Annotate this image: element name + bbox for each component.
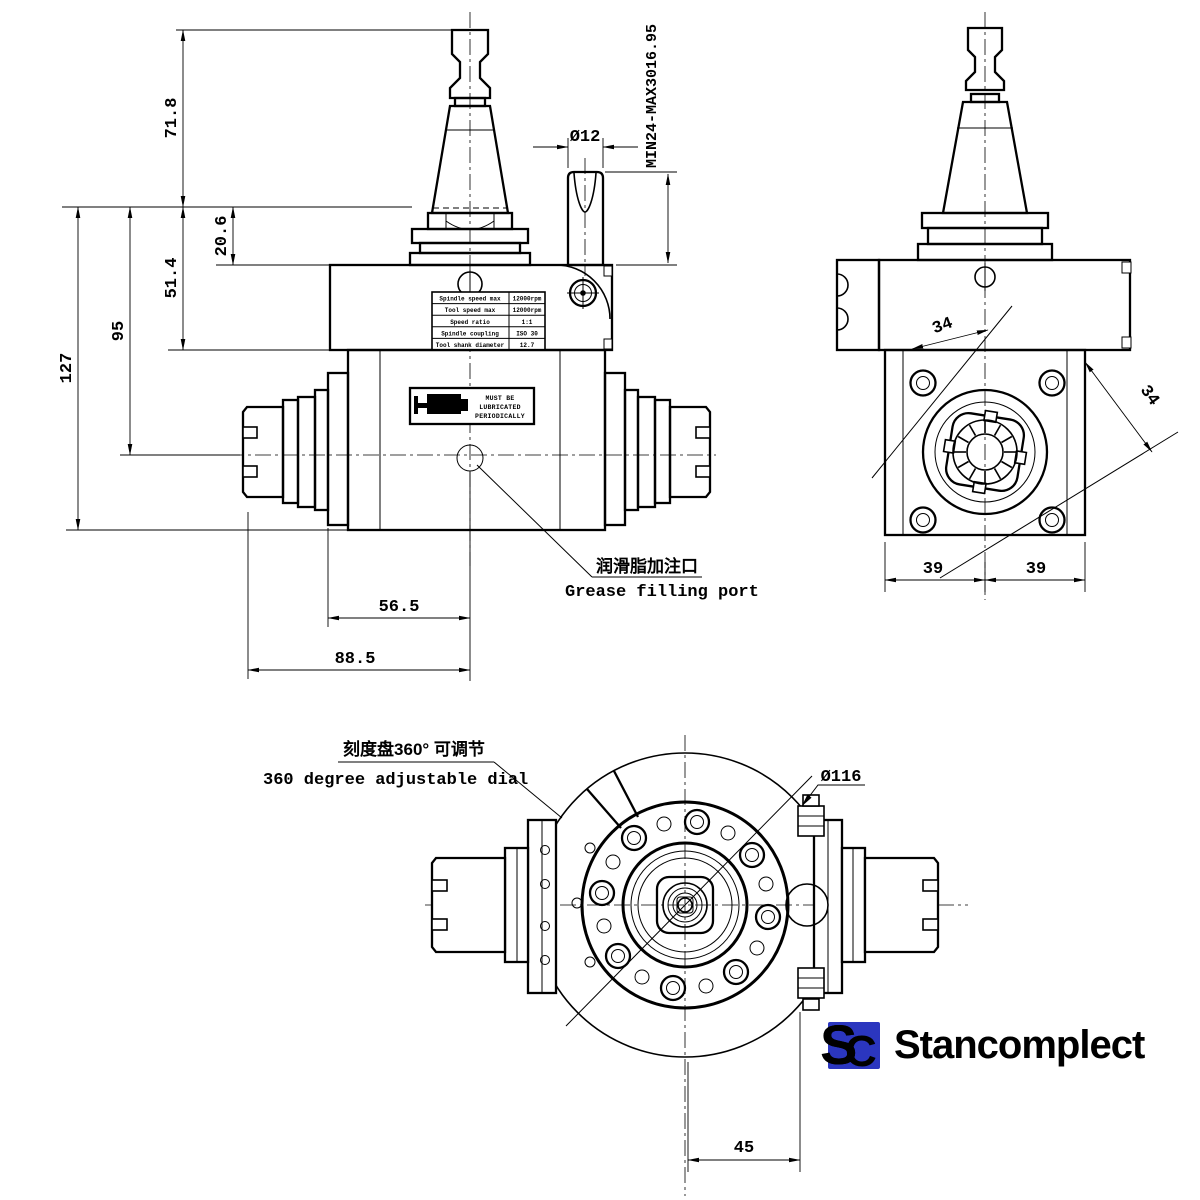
spec-row-value: 1:1 <box>522 319 533 326</box>
dim-39-left: 39 <box>923 560 943 579</box>
side-dim-39: 39 39 <box>884 542 1086 592</box>
dim-45-label: 45 <box>734 1139 754 1158</box>
front-view: Spindle speed max 12000rpm Tool speed ma… <box>58 12 759 681</box>
left-er-collet <box>241 371 350 527</box>
lubrication-label: MUST BE LUBRICATED PERIODICALLY <box>408 386 536 426</box>
bottom-view: Ø116 刻度盘360° 可调节 360 degree adjustable d… <box>263 735 968 1196</box>
spec-row-label: Speed ratio <box>450 319 490 326</box>
logo-brand-text: Stancomplect <box>894 1023 1145 1067</box>
dim-34-top: 34 <box>930 314 956 339</box>
dim-bottom-widths: 56.5 88.5 <box>247 472 471 681</box>
center-spindle-nose <box>655 875 715 935</box>
v-flange <box>408 211 532 267</box>
lube-line3: PERIODICALLY <box>475 413 525 420</box>
spec-row-label: Tool shank diameter <box>436 342 505 349</box>
side-head-block <box>835 258 1132 352</box>
side-dim-34: 34 34 <box>871 305 1179 579</box>
dia116-callout: Ø116 <box>801 768 865 807</box>
side-view: 34 34 39 39 <box>835 12 1179 600</box>
spec-row-value: 12000rpm <box>513 307 542 314</box>
dim-pin-dia-label: Ø12 <box>570 128 601 147</box>
spec-row-label: Spindle speed max <box>439 296 501 303</box>
spec-row-value: 12000rpm <box>513 296 542 303</box>
stop-pin <box>566 170 605 267</box>
lube-line2: LUBRICATED <box>479 404 521 411</box>
dim-pin: Ø12 <box>533 128 638 168</box>
dim-88-5: 88.5 <box>335 650 376 669</box>
grease-note-zh: 润滑脂加注口 <box>596 556 698 576</box>
dial-note-en: 360 degree adjustable dial <box>263 771 528 790</box>
lube-line1: MUST BE <box>485 395 514 402</box>
logo-letter-s-outer: S <box>820 1013 857 1076</box>
stancomplect-logo: S S C Stancomplect <box>820 1013 1146 1076</box>
dim-116: Ø116 <box>821 768 862 787</box>
clamp-hex-bottom <box>797 967 825 999</box>
dim-minmax: MIN24-MAX3016.95 <box>605 24 677 266</box>
dim-95: 95 <box>110 321 129 341</box>
grease-port: 润滑脂加注口 Grease filling port <box>456 444 759 602</box>
dim-127: 127 <box>58 353 77 384</box>
dim-34-right: 34 <box>1135 382 1162 410</box>
clamp-hex-top <box>797 805 825 837</box>
spec-row-label: Tool speed max <box>445 307 496 314</box>
dial-note-zh: 刻度盘360° 可调节 <box>343 739 485 759</box>
grease-note-en: Grease filling port <box>565 583 759 602</box>
lower-body <box>346 348 607 532</box>
bolt-ring <box>588 808 782 1002</box>
dim-39-right: 39 <box>1026 560 1046 579</box>
side-coupling <box>921 388 1049 516</box>
logo-letter-c: C <box>845 1027 877 1076</box>
bottom-left-er-collet <box>430 818 558 995</box>
grease-gun-icon <box>414 396 418 414</box>
dial-callout: 刻度盘360° 可调节 360 degree adjustable dial <box>263 739 563 819</box>
dim-51-4: 51.4 <box>163 258 182 299</box>
bottom-right-clamp-and-collet <box>785 794 940 1011</box>
spec-row-value: 12.7 <box>520 342 535 349</box>
dim-left-stack: 71.8 20.6 51.4 95 127 <box>58 29 452 531</box>
dim-45: 45 <box>687 1012 801 1172</box>
side-v-flange <box>916 211 1054 262</box>
dim-56-5: 56.5 <box>379 598 420 617</box>
dim-71-8: 71.8 <box>163 98 182 139</box>
dim-minmax-label: MIN24-MAX3016.95 <box>644 24 661 168</box>
logo-square <box>828 1022 880 1069</box>
side-coupling-teeth <box>954 421 1016 483</box>
dim-20-6: 20.6 <box>213 216 232 257</box>
right-er-collet <box>603 371 712 527</box>
spec-row-value: ISO 30 <box>516 330 538 337</box>
logo-letter-s-inner: S <box>820 1013 857 1076</box>
spec-table: Spindle speed max 12000rpm Tool speed ma… <box>431 291 546 351</box>
spec-row-label: Spindle coupling <box>441 330 499 337</box>
